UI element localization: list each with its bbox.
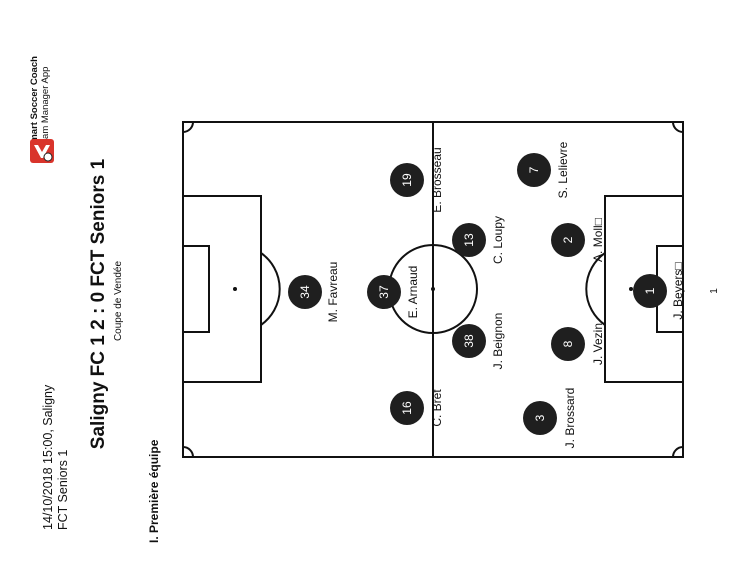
player-disc [288, 275, 322, 309]
penalty-spot-left [233, 287, 237, 291]
player-number: 34 [298, 285, 312, 299]
player-marker[interactable]: 37 E. Arnaud [367, 266, 420, 319]
player-name: S. Lelievre [556, 141, 570, 198]
corner-arc [182, 121, 194, 133]
player-marker[interactable]: 7 S. Lelievre [517, 141, 570, 198]
player-name: E. Brosseau [430, 147, 444, 212]
brand-block: Smart Soccer Coach Team Manager App [26, 24, 60, 169]
corner-arc [182, 446, 194, 458]
player-number: 19 [400, 173, 414, 187]
penalty-spot-right [629, 287, 633, 291]
player-number: 38 [462, 334, 476, 348]
player-marker[interactable]: 16 C. Bret [390, 389, 444, 427]
penalty-arc-left [260, 252, 281, 326]
player-marker[interactable]: 1 J. Beyers□ [633, 262, 685, 320]
pitch-lines [182, 121, 684, 458]
player-disc [551, 327, 585, 361]
player-name: J. Vezin [591, 323, 605, 365]
player-name: C. Bret [430, 389, 444, 427]
corner-arc [672, 121, 684, 133]
player-disc [452, 324, 486, 358]
player-disc [523, 401, 557, 435]
player-disc [517, 153, 551, 187]
player-name: E. Arnaud [406, 266, 420, 319]
player-number: 7 [527, 166, 541, 173]
player-disc [633, 274, 667, 308]
penalty-arc-right [585, 252, 606, 326]
player-name: A. Moll□ [591, 218, 605, 262]
player-marker[interactable]: 13 C. Loupy [452, 216, 505, 264]
player-number: 16 [400, 401, 414, 415]
player-disc [551, 223, 585, 257]
player-name: C. Loupy [491, 216, 505, 264]
player-name: M. Favreau [326, 262, 340, 323]
player-marker[interactable]: 2 A. Moll□ [551, 218, 605, 262]
player-disc [390, 391, 424, 425]
player-number: 1 [643, 287, 657, 294]
player-marker[interactable]: 19 E. Brosseau [390, 147, 444, 213]
player-name: J. Brossard [563, 388, 577, 449]
corner-arc [672, 446, 684, 458]
player-number: 13 [462, 233, 476, 247]
app-logo-icon [30, 139, 54, 163]
player-number: 2 [561, 236, 575, 243]
player-number: 8 [561, 340, 575, 347]
player-number: 3 [533, 414, 547, 421]
player-marker[interactable]: 8 J. Vezin [551, 323, 605, 365]
player-marker[interactable]: 3 J. Brossard [523, 388, 577, 449]
player-marker[interactable]: 34 M. Favreau [288, 262, 340, 323]
player-disc [367, 275, 401, 309]
player-number: 37 [377, 285, 391, 299]
player-name: J. Beyers□ [671, 262, 685, 319]
player-name: J. Beignon [491, 313, 505, 370]
center-spot [431, 287, 435, 291]
player-disc [452, 223, 486, 257]
player-marker[interactable]: 38 J. Beignon [452, 313, 505, 370]
goal-area-left [182, 245, 210, 333]
player-disc [390, 163, 424, 197]
penalty-area-left [182, 195, 262, 383]
